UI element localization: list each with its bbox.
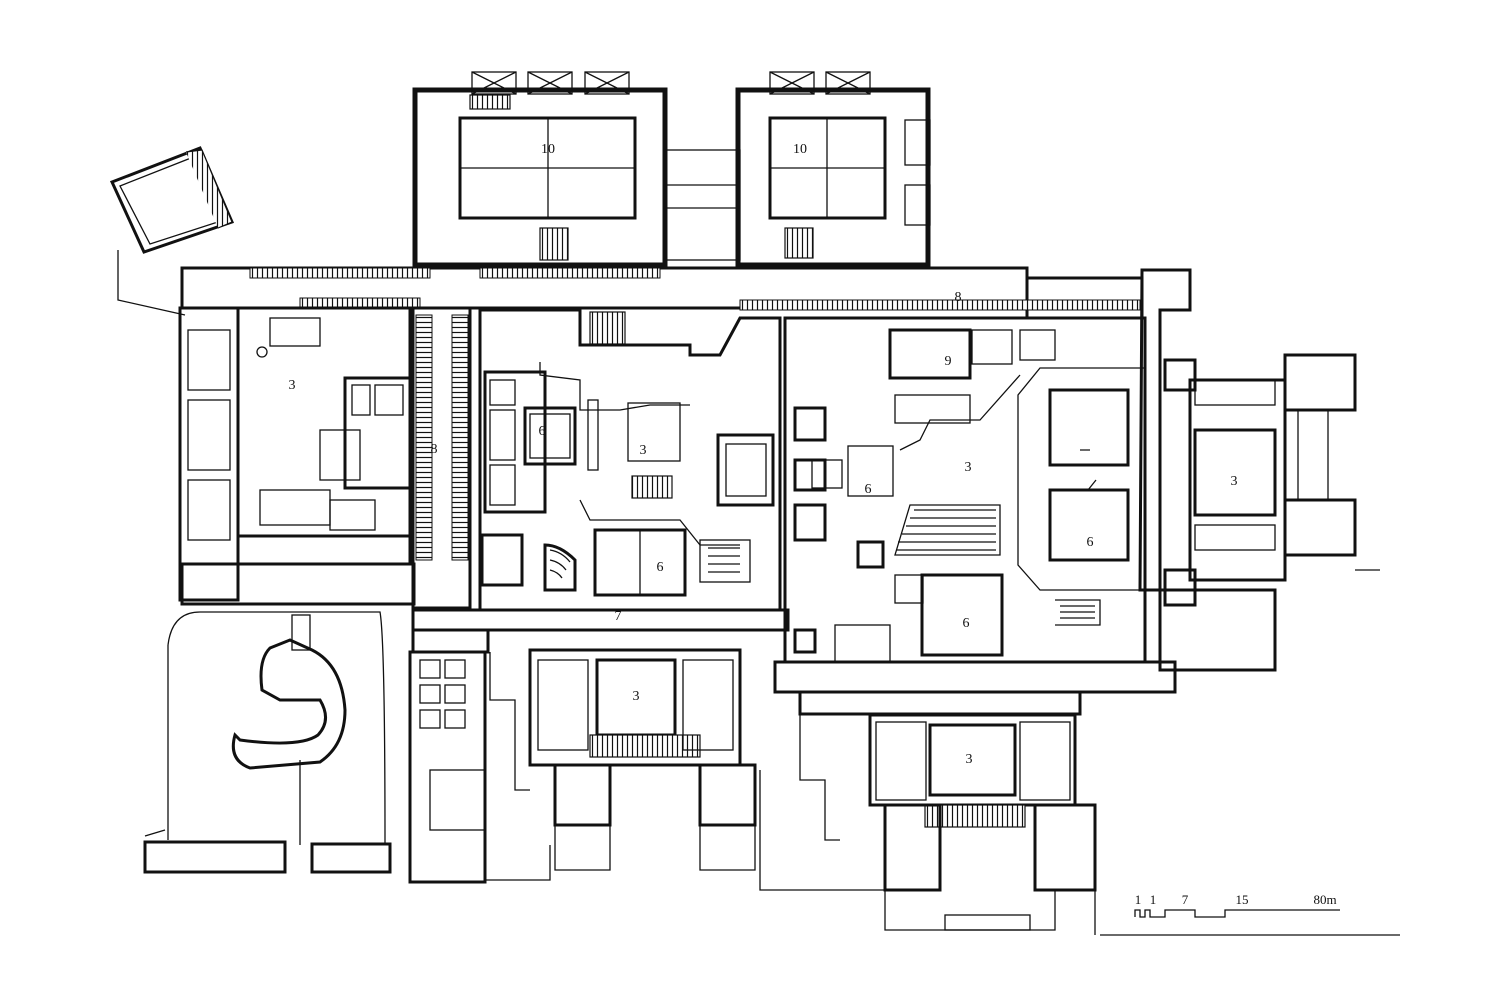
south-corridor-number: 7 — [615, 609, 622, 624]
southeast-corridor — [773, 660, 1177, 716]
scale-tick-0: 1 — [1135, 892, 1142, 907]
pavilion-northwest — [109, 146, 235, 316]
lab-2-number: 6 — [865, 482, 872, 497]
far-east-court-number: 3 — [1231, 474, 1238, 489]
east-central-court-number: 3 — [965, 460, 972, 475]
lab-5-number: 6 — [657, 560, 664, 575]
south-court-1-number: 3 — [633, 689, 640, 704]
west-court-number: 3 — [289, 378, 296, 393]
southwest-outbuildings — [143, 829, 392, 874]
central-block: 3 6 — [478, 308, 782, 612]
east-wing: 3 — [1138, 268, 1380, 672]
scale-tick-4: 80m — [1313, 892, 1336, 907]
faculty-block-2: 3 — [759, 705, 1097, 931]
block-b: 10 — [735, 71, 931, 268]
driveway — [167, 611, 386, 846]
lab-3-number: 6 — [1087, 535, 1094, 550]
scale-tick-3: 15 — [1236, 892, 1249, 907]
block-a: 10 — [412, 71, 668, 268]
south-court-2-number: 3 — [966, 752, 973, 767]
site-lines — [485, 652, 1400, 936]
west-corridor: 8 — [411, 306, 472, 610]
lab-1-number: 6 — [539, 424, 546, 439]
north-corridor-number: 8 — [955, 290, 962, 305]
faculty-block-1: 3 — [408, 648, 757, 884]
scale-bar: 1 1 7 15 80m — [1134, 892, 1340, 918]
lab-4-number: 6 — [963, 616, 970, 631]
scale-tick-2: 7 — [1182, 892, 1189, 907]
block-a-number: 10 — [541, 142, 555, 157]
central-court-number: 3 — [640, 443, 647, 458]
west-corridor-number: 8 — [431, 442, 438, 457]
link-bridge — [664, 149, 741, 261]
block-b-number: 10 — [793, 142, 807, 157]
canteen-number: 9 — [945, 354, 952, 369]
north-corridor: 8 — [180, 266, 1144, 320]
scale-tick-1: 1 — [1150, 892, 1157, 907]
west-wing: 3 — [178, 306, 416, 606]
south-corridor: 7 — [411, 608, 790, 654]
